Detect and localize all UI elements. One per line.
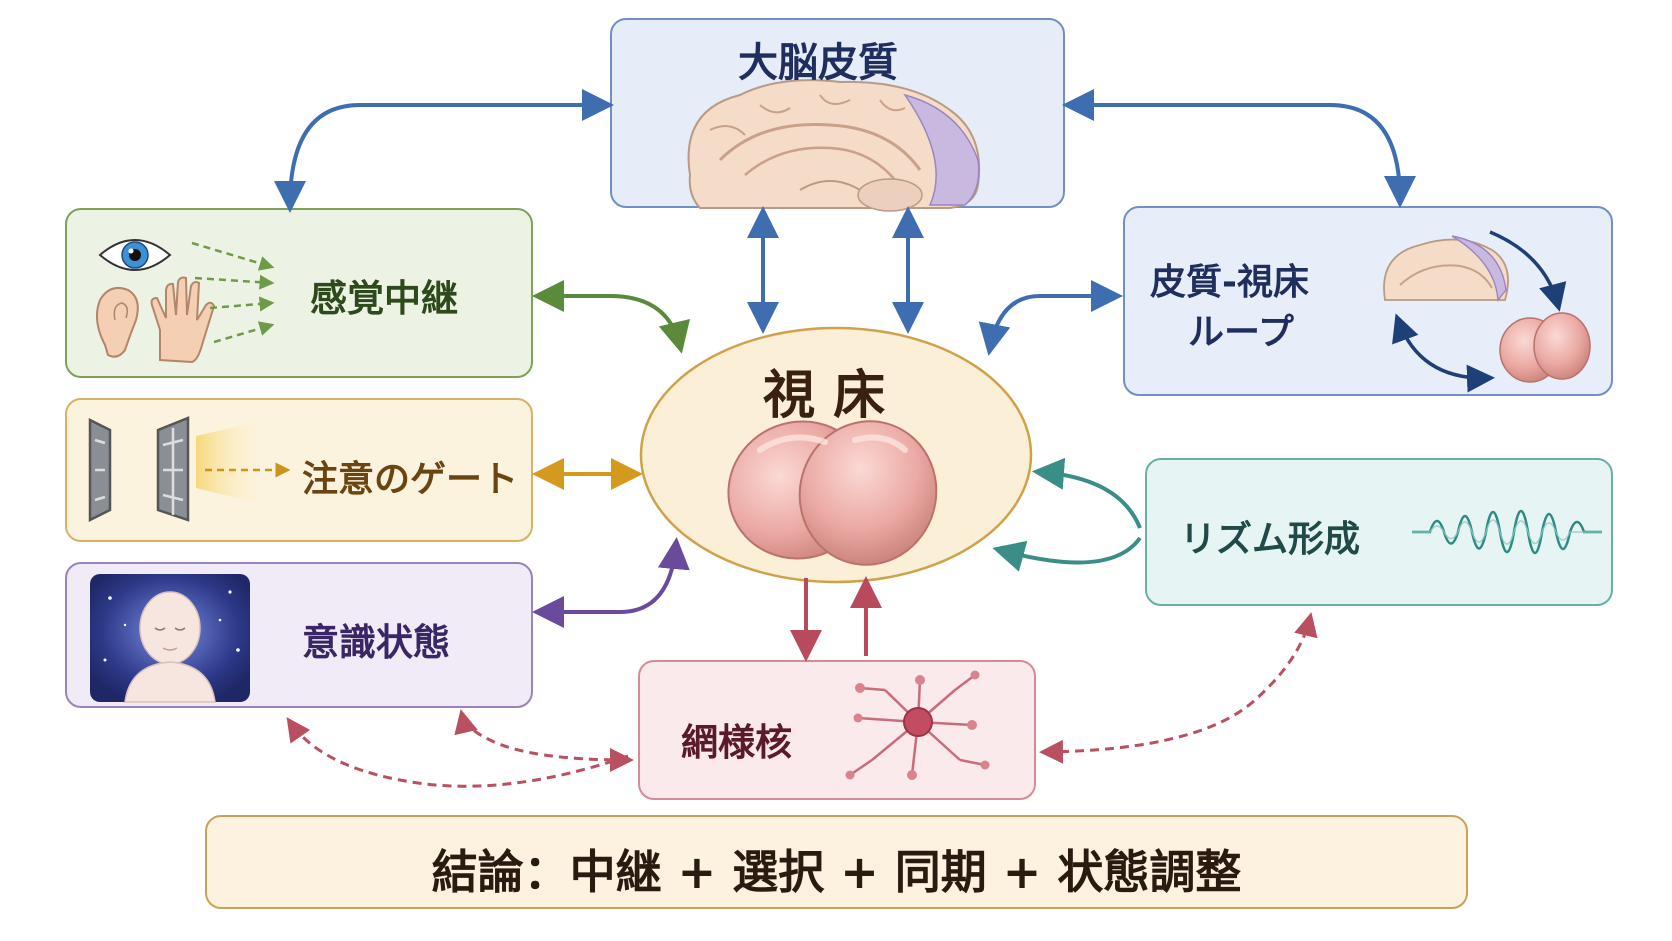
left-gate-door-icon (88, 417, 112, 523)
dashed-arrow-reticular-rhythm (1039, 612, 1318, 764)
reticular-neuron-icon (845, 670, 990, 780)
arrow-rhythm-thalamus-upper (1032, 457, 1142, 529)
cortex-label: 大脳皮質 (738, 40, 898, 86)
ear-icon (95, 287, 139, 358)
arrow-cortex-sensory (274, 89, 614, 213)
attention-box (65, 398, 533, 542)
cortex-brain-icon (687, 79, 981, 212)
arrow-consciousness-thalamus (532, 537, 690, 628)
arrow-sensory-thalamus (532, 280, 690, 354)
right-gate-door-icon (156, 416, 190, 522)
rhythm-box (1145, 458, 1613, 606)
loop-arrow-down (1489, 230, 1567, 312)
sensory-label: 感覚中継 (310, 277, 458, 320)
arrow-cortex-loop (1062, 89, 1416, 208)
loop-arrow-up (1392, 313, 1495, 393)
thalamus-label: 視 床 (763, 366, 886, 426)
reticular-label: 網様核 (681, 721, 792, 764)
arrow-rhythm-thalamus-lower (992, 536, 1142, 572)
rhythm-label: リズム形成 (1180, 519, 1361, 560)
rhythm-wave-icon (1412, 509, 1602, 555)
conclusion-label: 結論：中継 + 選択 + 同期 + 状態調整 (431, 845, 1242, 899)
reticular-box (638, 660, 1036, 800)
hand-icon (150, 276, 216, 364)
eye-icon (98, 239, 172, 271)
loop-thalamus-icon (1499, 312, 1591, 383)
loop-label-line2: ループ (1188, 312, 1294, 353)
gate-light-beam (196, 420, 265, 505)
conclusion-box (205, 815, 1468, 909)
attention-label: 注意のゲート (302, 459, 519, 500)
sensory-dashed-arrows (191, 241, 275, 344)
dashed-arrow-reticular-consciousness (286, 717, 629, 788)
dashed-arrow-reticular-consciousness-inner (454, 709, 634, 772)
arrow-loop-thalamus (978, 280, 1123, 356)
loop-brain-icon (1383, 235, 1509, 302)
loop-label-line1: 皮質-視床 (1150, 262, 1309, 303)
consciousness-label: 意識状態 (302, 621, 450, 664)
sensory-box (65, 208, 533, 378)
thalamus-organ-icon (727, 420, 938, 566)
meditating-face-icon (90, 574, 250, 703)
